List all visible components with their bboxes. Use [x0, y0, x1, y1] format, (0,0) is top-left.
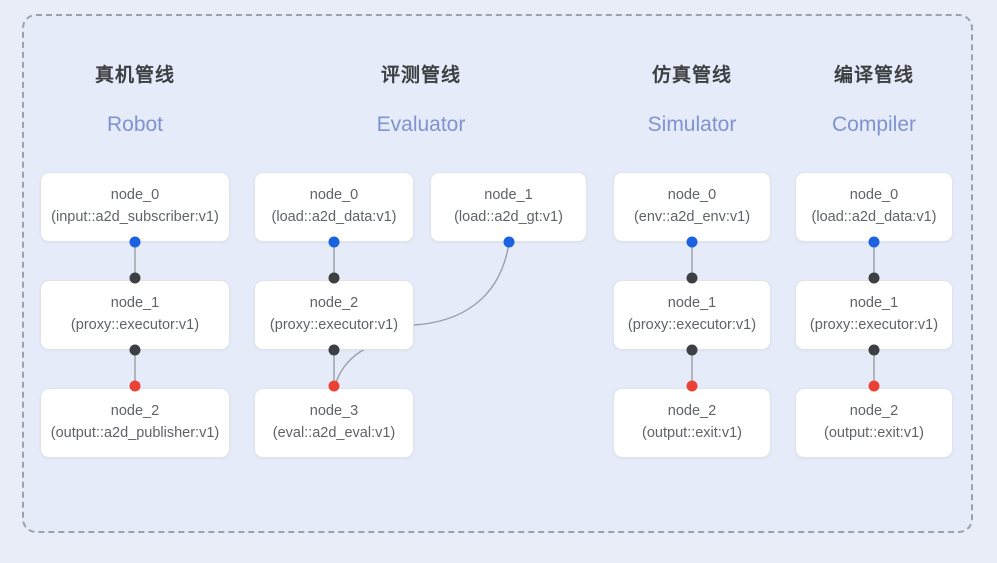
- node-label-name: node_1: [484, 187, 533, 204]
- column-title-simulator: 仿真管线: [651, 65, 732, 86]
- node-label-name: node_0: [849, 187, 899, 204]
- node-label-kind: (env::a2d_env:v1): [633, 209, 751, 225]
- port-output-compiler-0[interactable]: [868, 236, 880, 248]
- port-input-simulator-2[interactable]: [686, 380, 698, 392]
- node-label-kind: (eval::a2d_eval:v1): [272, 425, 396, 441]
- column-header-simulator: 仿真管线 Simulator: [602, 60, 782, 137]
- port-output-simulator-1[interactable]: [686, 344, 698, 356]
- port-output-evaluator-2[interactable]: [328, 344, 340, 356]
- column-subtitle-robot: Robot: [106, 113, 164, 136]
- node-simulator-0[interactable]: node_0 (env::a2d_env:v1): [613, 172, 771, 242]
- port-input-simulator-1[interactable]: [686, 272, 698, 284]
- port-input-robot-2[interactable]: [129, 380, 141, 392]
- node-robot-2[interactable]: node_2 (output::a2d_publisher:v1): [40, 388, 230, 458]
- node-label-name: node_2: [110, 403, 160, 420]
- node-label-name: node_0: [667, 187, 717, 204]
- node-label-name: node_1: [110, 295, 160, 312]
- column-subtitle-evaluator: Evaluator: [376, 113, 466, 136]
- node-label-kind: (proxy::executor:v1): [627, 317, 757, 333]
- node-label-name: node_1: [667, 295, 717, 312]
- port-output-robot-0[interactable]: [129, 236, 141, 248]
- column-title-evaluator: 评测管线: [380, 65, 461, 86]
- node-label-name: node_2: [667, 403, 717, 420]
- node-evaluator-0[interactable]: node_0 (load::a2d_data:v1): [254, 172, 414, 242]
- node-simulator-2[interactable]: node_2 (output::exit:v1): [613, 388, 771, 458]
- node-compiler-0[interactable]: node_0 (load::a2d_data:v1): [795, 172, 953, 242]
- node-label-kind: (proxy::executor:v1): [70, 317, 200, 333]
- port-output-evaluator-1[interactable]: [503, 236, 515, 248]
- port-input-evaluator-3[interactable]: [328, 380, 340, 392]
- node-robot-1[interactable]: node_1 (proxy::executor:v1): [40, 280, 230, 350]
- column-title-compiler: 编译管线: [833, 65, 914, 86]
- node-label-kind: (input::a2d_subscriber:v1): [51, 209, 219, 225]
- node-label-kind: (output::a2d_publisher:v1): [50, 425, 220, 441]
- column-subtitle-simulator: Simulator: [647, 113, 737, 136]
- column-header-compiler: 编译管线 Compiler: [784, 60, 964, 137]
- node-label-kind: (load::a2d_data:v1): [271, 209, 397, 225]
- node-label-name: node_1: [849, 295, 899, 312]
- port-output-compiler-1[interactable]: [868, 344, 880, 356]
- node-compiler-1[interactable]: node_1 (proxy::executor:v1): [795, 280, 953, 350]
- node-label-kind: (output::exit:v1): [642, 425, 742, 441]
- port-output-robot-1[interactable]: [129, 344, 141, 356]
- port-input-compiler-1[interactable]: [868, 272, 880, 284]
- node-simulator-1[interactable]: node_1 (proxy::executor:v1): [613, 280, 771, 350]
- node-robot-0[interactable]: node_0 (input::a2d_subscriber:v1): [40, 172, 230, 242]
- node-label-name: node_0: [309, 187, 359, 204]
- column-subtitle-compiler: Compiler: [831, 113, 917, 136]
- column-header-robot: 真机管线 Robot: [45, 60, 225, 137]
- node-label-name: node_3: [309, 403, 359, 420]
- node-label-kind: (output::exit:v1): [824, 425, 924, 441]
- node-label-name: node_2: [849, 403, 899, 420]
- node-evaluator-1[interactable]: node_1 (load::a2d_gt:v1): [430, 172, 587, 242]
- node-evaluator-2[interactable]: node_2 (proxy::executor:v1): [254, 280, 414, 350]
- column-header-evaluator: 评测管线 Evaluator: [331, 60, 511, 137]
- node-label-kind: (load::a2d_gt:v1): [454, 209, 563, 225]
- column-title-robot: 真机管线: [94, 65, 175, 86]
- port-input-evaluator-2[interactable]: [328, 272, 340, 284]
- node-label-kind: (proxy::executor:v1): [269, 317, 399, 333]
- node-label-kind: (proxy::executor:v1): [809, 317, 939, 333]
- node-label-kind: (load::a2d_data:v1): [811, 209, 937, 225]
- port-output-evaluator-0[interactable]: [328, 236, 340, 248]
- port-input-robot-1[interactable]: [129, 272, 141, 284]
- port-input-compiler-2[interactable]: [868, 380, 880, 392]
- node-compiler-2[interactable]: node_2 (output::exit:v1): [795, 388, 953, 458]
- node-label-name: node_0: [110, 187, 160, 204]
- node-evaluator-3[interactable]: node_3 (eval::a2d_eval:v1): [254, 388, 414, 458]
- node-label-name: node_2: [309, 295, 359, 312]
- port-output-simulator-0[interactable]: [686, 236, 698, 248]
